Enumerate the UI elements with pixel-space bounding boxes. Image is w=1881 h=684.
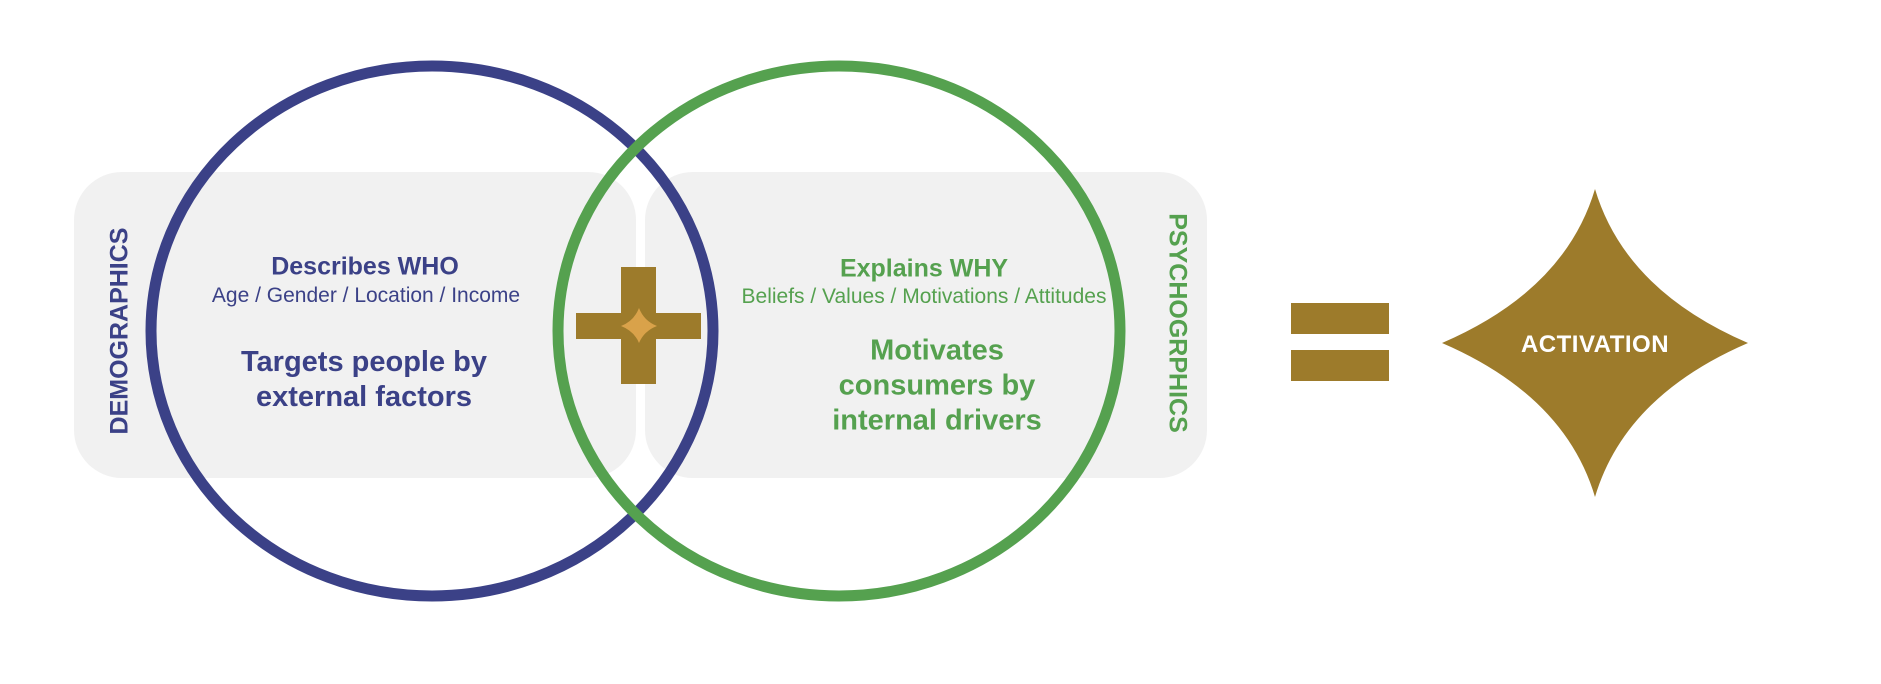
equals-bottom-bar (1291, 350, 1389, 381)
psychographics-heading: Explains WHY (839, 254, 1009, 283)
statement-line: Motivates (870, 334, 1004, 367)
statement-line: Targets people by (240, 346, 488, 378)
small-star-icon (621, 308, 657, 343)
psychographics-statement: Motivates consumers by internal drivers (832, 334, 1042, 439)
demographics-circle (145, 60, 719, 602)
psychographics-label: PSYCHOGRPHICS (1163, 213, 1192, 433)
statement-line: consumers by (838, 369, 1036, 402)
demographics-heading: Describes WHO (271, 252, 459, 281)
activation-label: ACTIVATION (1520, 331, 1670, 358)
statement-line: internal drivers (832, 404, 1042, 437)
psychographics-circle (552, 60, 1126, 602)
activation-star-icon (1442, 189, 1748, 497)
psychographics-panel (645, 172, 1207, 478)
plus-icon (576, 267, 701, 384)
demographics-attributes: Age / Gender / Location / Income (211, 284, 521, 307)
demographics-label: DEMOGRAPHICS (105, 227, 134, 435)
equals-top-bar (1291, 303, 1389, 334)
statement-line: external factors (256, 381, 472, 413)
equals-icon (1291, 303, 1389, 381)
psychographics-attributes: Beliefs / Values / Motivations / Attitud… (741, 285, 1107, 308)
demographics-statement: Targets people by external factors (241, 345, 487, 415)
